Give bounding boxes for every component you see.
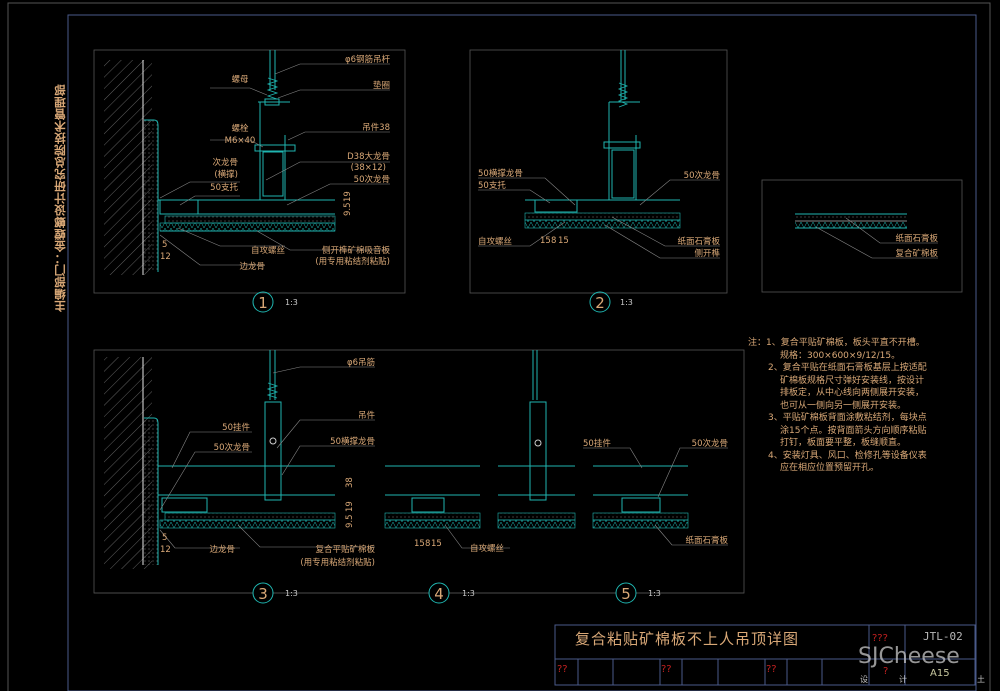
notes: 注：1、复合平贴矿棉板，板头平直不开槽。 规格：300×600×9/12/15。… (748, 337, 983, 475)
label-cross-keel: 次龙骨 (212, 157, 238, 168)
dim-3: 5 (162, 240, 167, 250)
note-line: 3、平贴矿棉板背面涂敷粘结剂，每块点 (768, 413, 927, 423)
detail-1-number: 1 (258, 294, 268, 312)
label-board: 复合平贴矿棉板 (315, 544, 375, 555)
note-line: 也可从一侧向另一侧展开安装。 (780, 400, 907, 411)
label-screw: 自攻螺丝 (470, 543, 505, 554)
detail-1-scale: 1:3 (285, 298, 298, 307)
label-edge-keel: 边龙骨 (239, 261, 265, 272)
detail-2-scale: 1:3 (620, 298, 633, 307)
label-rod: φ6吊筋 (347, 357, 375, 368)
detail-4-scale: 1:3 (462, 589, 475, 598)
note-line: 打钉，板面要平整，板缝顺直。 (780, 438, 907, 448)
label-support: 50支托 (478, 180, 506, 191)
label-hanger: 吊件38 (362, 122, 390, 133)
label-ji: 计 (899, 675, 907, 684)
label-clip: 50挂件 (222, 422, 250, 433)
label-washer: 垫圈 (373, 80, 390, 91)
label-bolt: 螺栓 (231, 123, 249, 134)
placeholder-text: ?? (557, 664, 568, 675)
label-tu: 土 (977, 675, 985, 684)
dim-2: 8 (425, 539, 430, 549)
note-line: 排板定，从中心线向两侧展开安装， (780, 388, 925, 398)
placeholder-text: ??? (872, 633, 888, 644)
dim-38: 38 (345, 477, 355, 488)
detail-3-scale: 1:3 (285, 589, 298, 598)
detail-3: φ6吊筋 吊件 50挂件 50横撑龙骨 50次龙骨 边龙骨 复合平贴矿棉板 (用… (93, 349, 745, 604)
note-line: 应在相应位置预留开孔。 (780, 463, 880, 473)
page-number: A15 (930, 668, 950, 679)
label-edge-keel: 边龙骨 (209, 544, 235, 555)
dim-12: 12 (160, 545, 171, 555)
note-line: 4、安装灯具、风口、检修孔等设备仪表 (768, 450, 927, 461)
label-gypsum: 纸面石膏板 (677, 236, 720, 247)
dim-3: 15 (558, 236, 569, 246)
title-block (554, 624, 976, 686)
detail-2: 50横撑龙骨 50支托 50次龙骨 自攻螺丝 纸面石膏板 侧开榫 15 8 15… (469, 49, 728, 313)
label-sub-keel: 50次龙骨 (214, 442, 250, 453)
dim-5: 5 (162, 533, 167, 543)
note-line: 涂15个点。按背面箭头方向顺序粘贴 (780, 425, 927, 436)
label-board-note: (用专用粘结剂粘贴) (300, 557, 375, 568)
label-nut: 螺母 (231, 74, 248, 85)
dim-2: 8 (551, 236, 556, 246)
label-clip: 50挂件 (583, 438, 611, 449)
outer-frame (7, 2, 991, 691)
label-rod: φ6钢筋吊杆 (345, 54, 391, 65)
label-cross-keel: 50横撑龙骨 (330, 436, 375, 447)
placeholder-text: ? (883, 666, 889, 677)
dim-95: 9.5 (345, 514, 355, 528)
side-org-text: 主编部门：金螳螂设计研究总院技术管理部 (53, 84, 67, 312)
label-sub-keel: 50次龙骨 (684, 170, 720, 181)
detail-5-number: 5 (621, 585, 631, 603)
detail-2-number: 2 (595, 294, 605, 312)
detail-layers: 纸面石膏板 复合矿棉板 (761, 179, 963, 293)
label-sub-keel: 50次龙骨 (692, 438, 728, 449)
placeholder-text: ?? (661, 664, 672, 675)
dim-1: 9.5 (343, 202, 353, 216)
detail-4: 自攻螺丝 15 8 15 4 1:3 (384, 350, 576, 604)
label-gypsum: 纸面石膏板 (685, 535, 728, 546)
watermark: SJCheese (858, 644, 960, 669)
label-screw: 自攻螺丝 (251, 245, 286, 256)
label-cross-keel: 50横撑龙骨 (478, 168, 523, 179)
label-design: 设 (860, 675, 868, 684)
label-support: 50支托 (210, 182, 238, 193)
label-hanger: 吊件 (358, 410, 376, 421)
label-gypsum: 纸面石膏板 (895, 233, 938, 244)
label-mineral: 复合矿棉板 (895, 248, 938, 259)
label-main-keel: D38大龙骨 (347, 151, 390, 162)
dim-19: 19 (345, 501, 355, 512)
note-line: 规格：300×600×9/12/15。 (780, 350, 901, 361)
label-bolt-spec: M6×40 (225, 136, 256, 146)
label-board: 侧开榫矿棉吸音板 (322, 245, 391, 256)
label-cross-keel-2: (横撑) (214, 169, 238, 180)
dim-1: 15 (540, 236, 551, 246)
note-line: 矿棉板规格尺寸弹好安装线，按设计 (780, 375, 925, 386)
drawing-title: 复合粘贴矿棉板不上人吊顶详图 (575, 630, 800, 648)
placeholder-text: ?? (766, 664, 777, 675)
dim-2: 19 (343, 191, 353, 202)
label-board-note: (用专用粘结剂粘贴) (315, 256, 390, 267)
dim-4: 12 (160, 252, 171, 262)
label-screw: 自攻螺丝 (478, 236, 513, 247)
detail-5: 50挂件 50次龙骨 纸面石膏板 5 1:3 (583, 438, 728, 604)
dim-3: 15 (431, 539, 442, 549)
label-sub-keel: 50次龙骨 (354, 174, 390, 185)
detail-5-scale: 1:3 (648, 589, 661, 598)
note-line: 2、复合平贴在纸面石膏板基层上按适配 (768, 363, 927, 373)
note-line: 注：1、复合平贴矿棉板，板头平直不开槽。 (748, 338, 925, 348)
drawing-number: JTL-02 (923, 630, 963, 643)
label-tenon: 侧开榫 (694, 248, 720, 259)
label-main-keel-spec: (38×12) (351, 163, 386, 173)
inner-frame (67, 14, 977, 691)
detail-1: φ6钢筋吊杆 螺母 垫圈 螺栓 M6×40 吊件38 D38大龙骨 (38×12… (93, 49, 406, 313)
dim-1: 15 (414, 539, 425, 549)
detail-4-number: 4 (434, 585, 444, 603)
detail-3-number: 3 (258, 585, 268, 603)
